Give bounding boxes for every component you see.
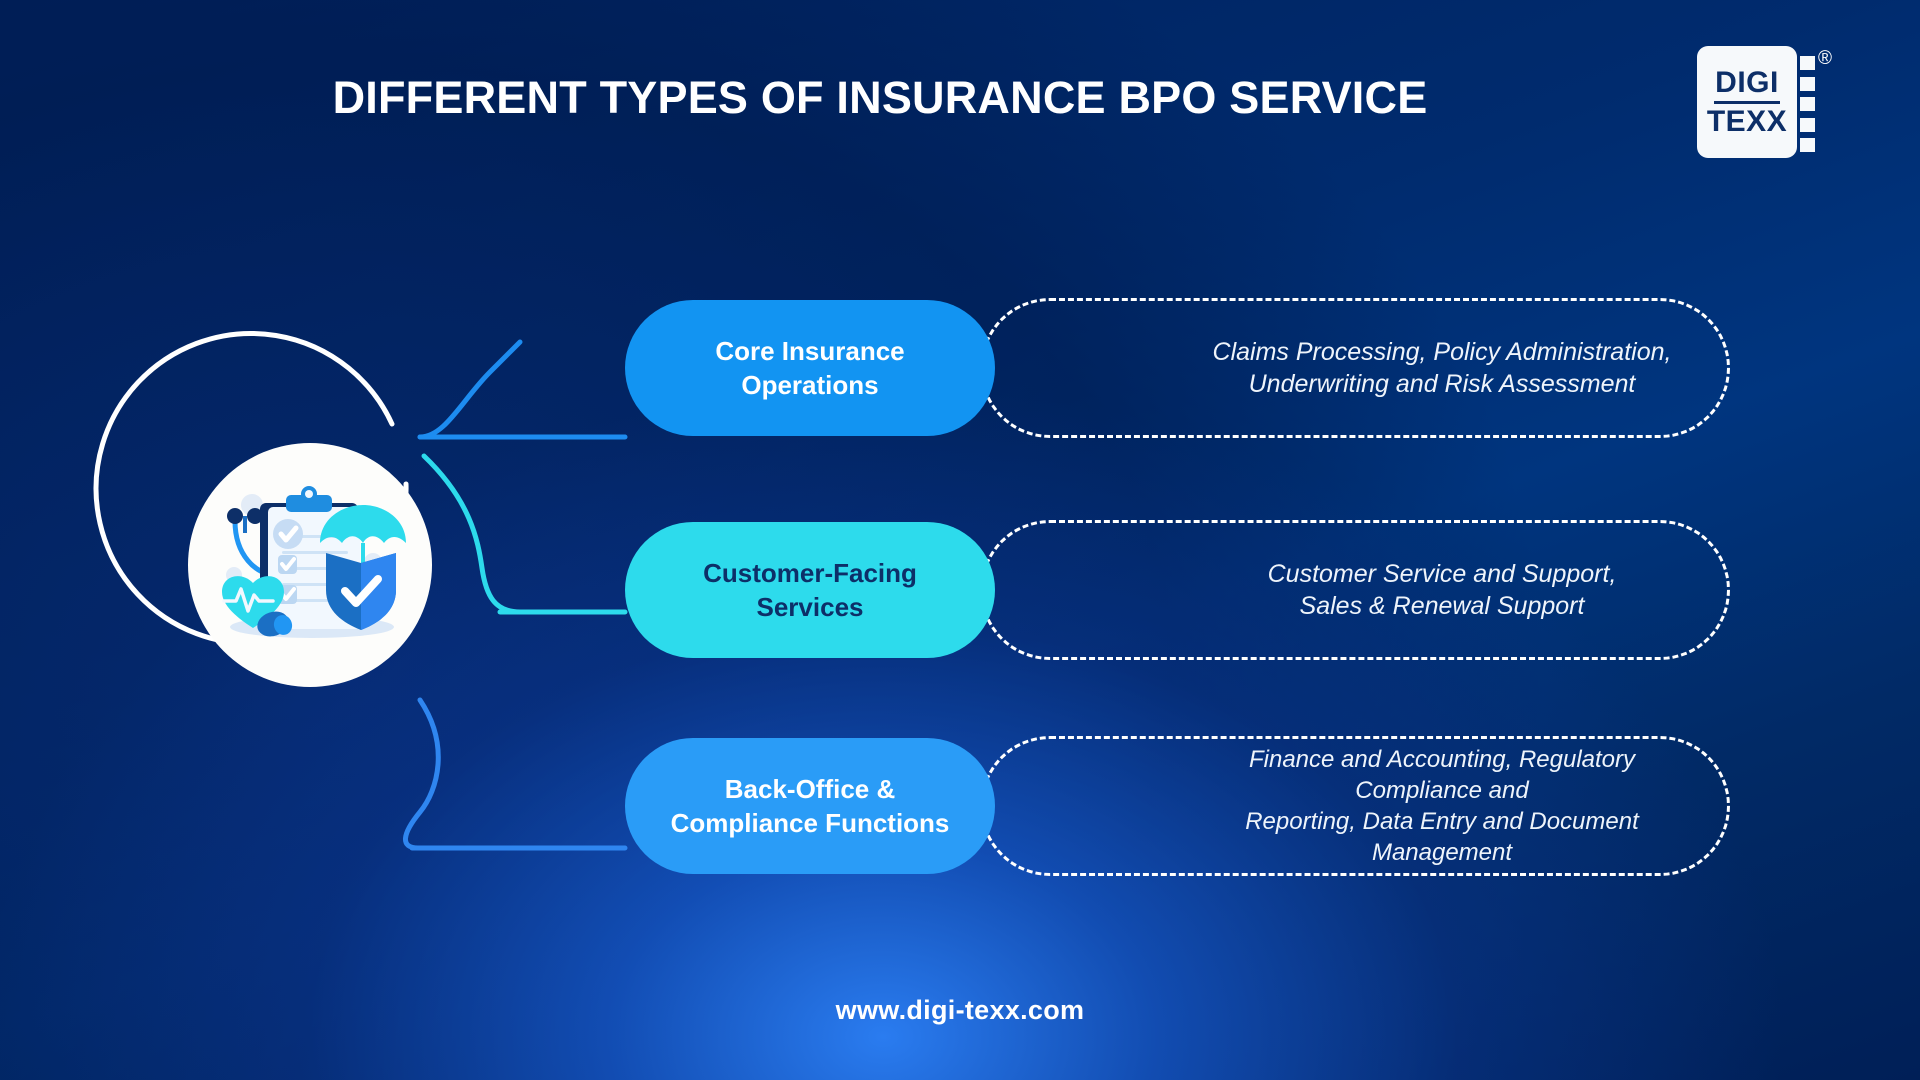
service-pill-core-insurance-operations[interactable]: Core Insurance Operations	[625, 300, 995, 436]
description-box-1: Claims Processing, Policy Administration…	[980, 298, 1730, 438]
hub-illustration	[160, 415, 460, 715]
logo-text-texx: TEXX	[1706, 104, 1788, 138]
insurance-clipboard-icon	[222, 486, 406, 638]
service-pill-label-1: Core Insurance Operations	[715, 335, 905, 400]
logo-film-strip-icon	[1800, 56, 1815, 152]
service-pill-back-office-compliance[interactable]: Back-Office & Compliance Functions	[625, 738, 995, 874]
service-pill-label-2: Customer-Facing Services	[703, 557, 917, 622]
description-box-2: Customer Service and Support, Sales & Re…	[980, 520, 1730, 660]
digitexx-logo: DIGI TEXX ®	[1697, 46, 1832, 158]
description-text-1: Claims Processing, Policy Administration…	[1212, 337, 1672, 399]
logo-plate: DIGI TEXX	[1697, 46, 1797, 158]
description-text-3: Finance and Accounting, Regulatory Compl…	[1245, 745, 1639, 867]
service-pill-label-3: Back-Office & Compliance Functions	[670, 773, 950, 838]
logo-text-digi: DIGI	[1715, 65, 1779, 99]
description-box-3: Finance and Accounting, Regulatory Compl…	[980, 736, 1730, 876]
footer-website[interactable]: www.digi-texx.com	[835, 995, 1085, 1025]
service-pill-customer-facing-services[interactable]: Customer-Facing Services	[625, 522, 995, 658]
description-text-2: Customer Service and Support, Sales & Re…	[1267, 559, 1617, 621]
registered-trademark-icon: ®	[1818, 48, 1832, 69]
logo-divider	[1714, 100, 1780, 104]
page-title: DIFFERENT TYPES OF INSURANCE BPO SERVICE	[332, 72, 1428, 123]
